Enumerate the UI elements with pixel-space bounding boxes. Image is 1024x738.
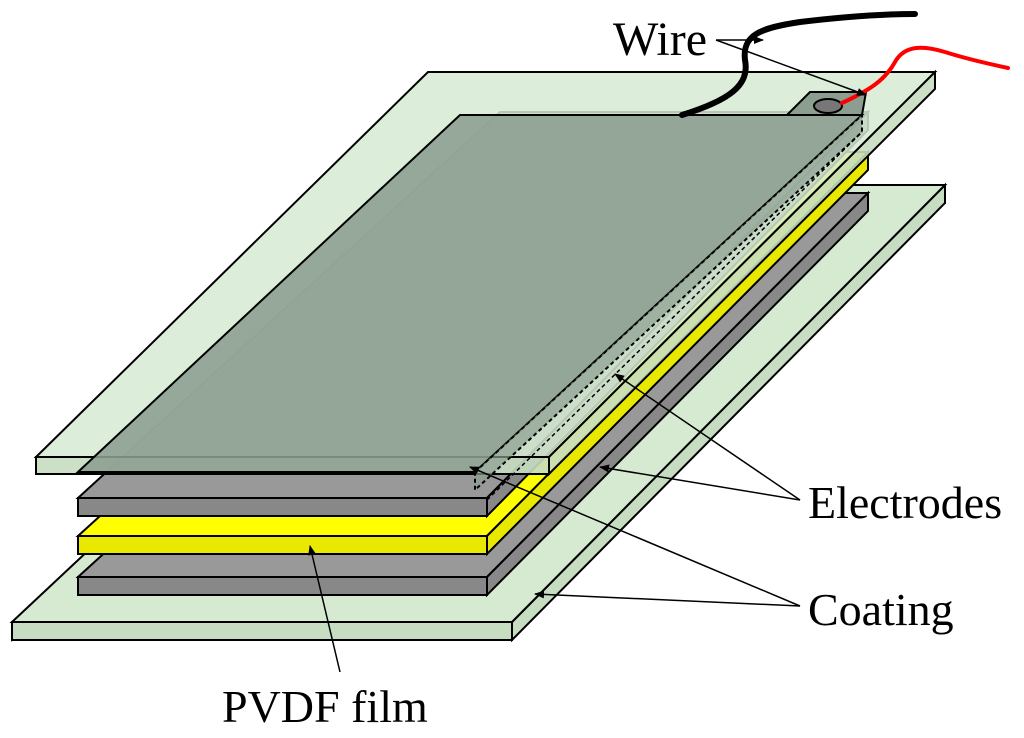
wire-leader-red [715, 39, 867, 96]
top-coating-edge [548, 69, 936, 477]
electrodes-label: Electrodes [808, 477, 1002, 528]
top-electrode-dashed-edge [486, 131, 863, 501]
electrodes-leader-bottom [599, 464, 801, 501]
red-wire [840, 45, 1010, 105]
coating-leader-bottom [534, 590, 801, 607]
coating-label: Coating [808, 584, 954, 635]
pvdf-leader [308, 545, 341, 673]
pvdf-film-front [77, 535, 488, 555]
connector-hole [813, 98, 843, 114]
bottom-coating-front [11, 621, 513, 641]
lower-electrode-edge [486, 190, 869, 598]
pvdf-film-label: PVDF film [222, 681, 428, 732]
lower-electrode-front [77, 576, 488, 596]
top-electrode-edge [474, 112, 863, 493]
wires [679, 11, 1010, 118]
wire-label: Wire [613, 13, 707, 66]
upper-electrode-front [77, 497, 488, 517]
leader-lines [308, 36, 867, 673]
electrodes-leader-top [614, 373, 801, 501]
coating-leader-top [469, 466, 801, 607]
black-wire [679, 11, 918, 118]
